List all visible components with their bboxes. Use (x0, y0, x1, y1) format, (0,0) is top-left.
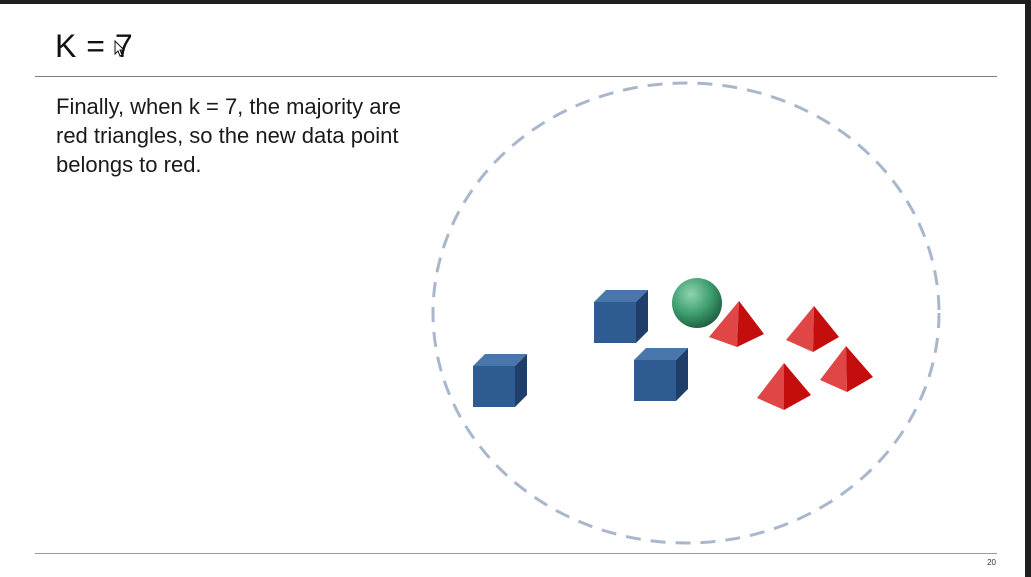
title-divider (35, 76, 997, 77)
blue-square (594, 290, 648, 343)
slide-body-text: Finally, when k = 7, the majority are re… (56, 94, 402, 177)
red-triangle (757, 363, 811, 410)
red-triangle (709, 301, 764, 347)
footer-divider (35, 553, 997, 554)
blue-square (634, 348, 688, 401)
red-triangle (820, 346, 873, 392)
cursor-icon (114, 40, 126, 57)
blue-square (473, 354, 527, 407)
slide: K = 7 Finally, when k = 7, the majority … (0, 4, 1025, 577)
page-number: 20 (987, 558, 996, 567)
new-data-point (672, 278, 722, 328)
neighbor-circle (431, 81, 941, 545)
red-triangle (786, 306, 839, 352)
knn-illustration (431, 81, 941, 545)
